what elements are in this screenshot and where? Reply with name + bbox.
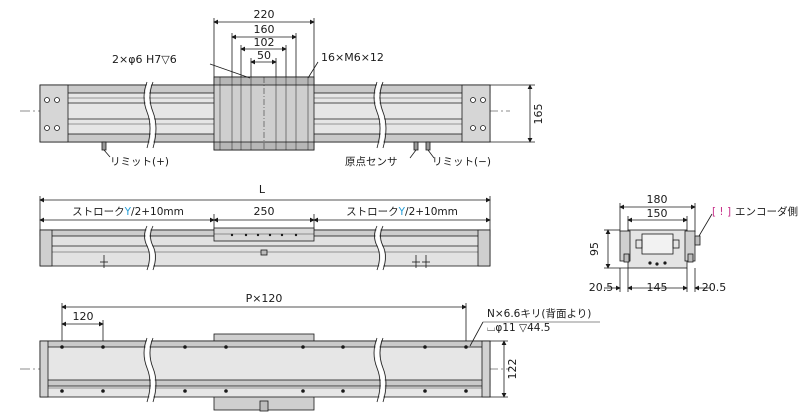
origin-sensor-label: 原点センサ	[345, 156, 398, 168]
stroke-left-label: ストロークY/2+10mm	[72, 206, 184, 218]
end-view	[604, 203, 713, 292]
mount-hole-note: N×6.6キリ(背面より)	[487, 307, 591, 320]
top-view	[20, 18, 535, 159]
encoder-bracket: [ ! ]	[712, 206, 731, 218]
dim-20-5-right: 20.5	[702, 281, 727, 294]
bottom-view	[20, 303, 600, 412]
side-table	[213, 227, 315, 242]
dim-180: 180	[647, 193, 668, 206]
limit-plus-label: リミット(+)	[110, 156, 169, 168]
dim-160: 160	[254, 23, 275, 36]
bottom-body	[39, 340, 491, 398]
width-122: 122	[506, 359, 519, 380]
stroke-right-label: ストロークY/2+10mm	[346, 206, 458, 218]
tap-note: 16×M6×12	[321, 51, 384, 64]
limit-minus-label: リミット(−)	[432, 156, 491, 168]
side-view	[39, 196, 491, 271]
total-length-L: L	[259, 183, 266, 196]
table-width-250: 250	[254, 205, 275, 218]
pitch-P120: P×120	[246, 292, 283, 305]
dim-20-5-left: 20.5	[589, 281, 614, 294]
dim-50: 50	[257, 49, 271, 62]
dim-95: 95	[588, 242, 601, 256]
dim-220: 220	[254, 8, 275, 21]
dim-150: 150	[647, 207, 668, 220]
counterbore-note: ⌴φ11 ▽44.5	[487, 322, 550, 334]
encoder-side-label: エンコーダ側	[735, 205, 798, 218]
first-pitch-120: 120	[73, 310, 94, 323]
height-165: 165	[532, 104, 545, 125]
dim-102: 102	[254, 36, 275, 49]
pin-hole-note: 2×φ6 H7▽6	[112, 53, 177, 66]
dim-145: 145	[647, 281, 668, 294]
